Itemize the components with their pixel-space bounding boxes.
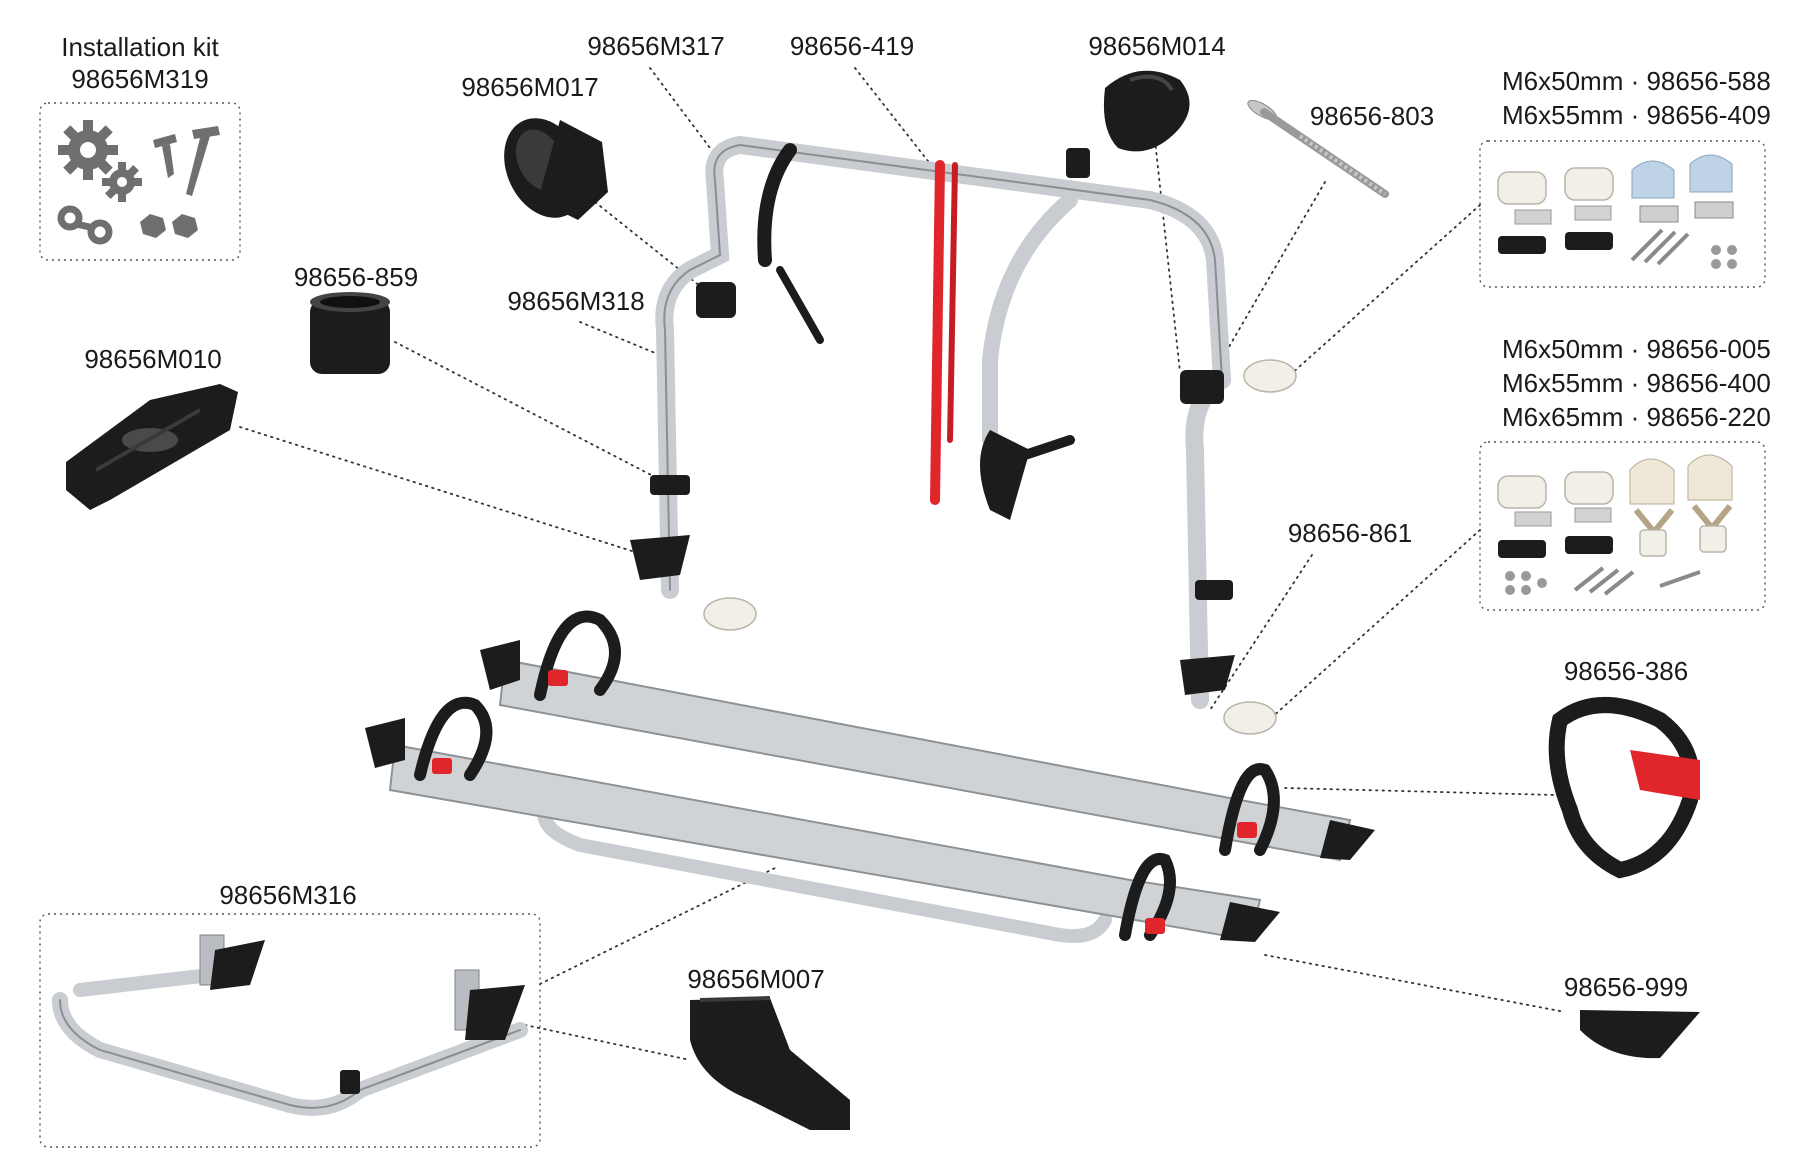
- chain-link-icon: [57, 205, 113, 245]
- serrated-knob-part: [504, 118, 608, 220]
- knob-part: [1103, 70, 1190, 152]
- part-labels: Installation kit 98656M319 98656M317 986…: [61, 31, 1771, 1002]
- gear-icon: [58, 120, 118, 180]
- bike-rack-assembly: [365, 135, 1375, 943]
- lower-frame-part: [52, 934, 528, 1116]
- label-set1-line1: M6x50mm · 98656-588: [1502, 66, 1771, 96]
- label-98656-386: 98656-386: [1564, 656, 1688, 686]
- end-cap-part: [1580, 1010, 1700, 1059]
- bolt-part: [1247, 99, 1389, 198]
- installation-kit-frame: [39, 102, 241, 261]
- installation-kit-icons: [57, 120, 220, 245]
- nut-icon: [140, 214, 198, 238]
- leader-lines: [239, 67, 1566, 1061]
- label-98656M317: 98656M317: [587, 31, 724, 61]
- rail-end-part: [690, 996, 850, 1130]
- label-98656-859: 98656-859: [294, 262, 418, 292]
- label-98656-861: 98656-861: [1288, 518, 1412, 548]
- lower-frame-box: [39, 913, 541, 1148]
- strap-part: [1548, 697, 1700, 879]
- wheel-holder-part: [66, 384, 238, 510]
- label-set2-line3: M6x65mm · 98656-220: [1502, 402, 1771, 432]
- kit-title: Installation kit: [61, 32, 219, 62]
- label-98656M007: 98656M007: [687, 964, 824, 994]
- label-98656M316: 98656M316: [219, 880, 356, 910]
- mounting-set-1-frame: [1479, 140, 1766, 288]
- label-98656M010: 98656M010: [84, 344, 221, 374]
- mounting-set-2-parts: [1497, 454, 1733, 596]
- screw-icon: [153, 126, 220, 196]
- label-98656M014: 98656M014: [1088, 31, 1225, 61]
- kit-code: 98656M319: [71, 64, 208, 94]
- sleeve-part: [310, 292, 390, 374]
- label-set2-line2: M6x55mm · 98656-400: [1502, 368, 1771, 398]
- label-98656M318: 98656M318: [507, 286, 644, 316]
- label-set2-line1: M6x50mm · 98656-005: [1502, 334, 1771, 364]
- label-98656-803: 98656-803: [1310, 101, 1434, 131]
- label-set1-line2: M6x55mm · 98656-409: [1502, 100, 1771, 130]
- gear-small-icon: [102, 162, 142, 202]
- label-98656-419: 98656-419: [790, 31, 914, 61]
- mounting-set-1-parts: [1497, 154, 1737, 269]
- label-98656-999: 98656-999: [1564, 972, 1688, 1002]
- label-98656M017: 98656M017: [461, 72, 598, 102]
